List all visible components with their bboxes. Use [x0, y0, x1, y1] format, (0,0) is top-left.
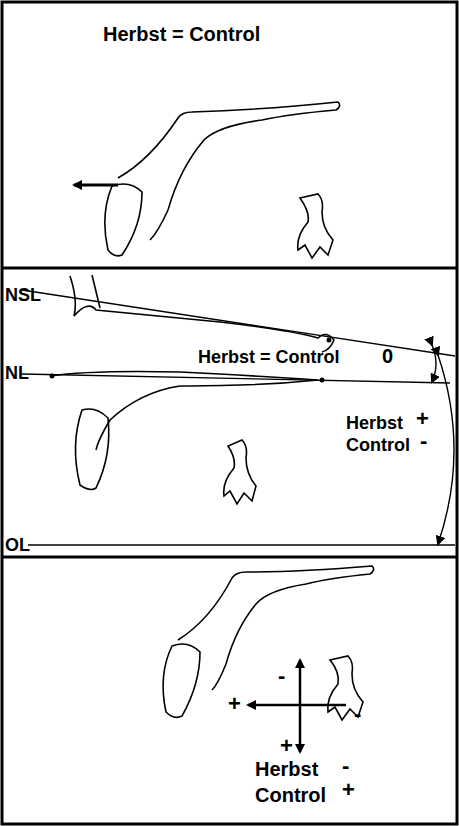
group-label: Control: [255, 785, 326, 805]
group-label: Herbst: [255, 759, 318, 779]
result-label: Herbst = Control: [103, 24, 260, 44]
figure-panel: -+-+Herbst-Control+: [2, 557, 457, 824]
group-label: Herbst: [346, 414, 403, 432]
sign-label: -: [354, 703, 361, 725]
figure-panel: Herbst = Control: [2, 2, 457, 268]
group-label: Control: [346, 436, 410, 454]
sign-label: -: [278, 665, 285, 687]
angle-value: 0: [382, 346, 393, 366]
figure-panel: NSL NL OL Herbst = Control 0Herbst + Control-: [2, 268, 457, 557]
sign-label: +: [416, 408, 429, 430]
sign-label: -: [342, 755, 349, 777]
line-label: NL: [5, 364, 29, 382]
sign-label: +: [280, 735, 293, 757]
line-label: OL: [5, 536, 30, 554]
sign-label: +: [228, 693, 241, 715]
sign-label: -: [420, 430, 427, 452]
sign-label: +: [342, 779, 355, 801]
result-label: Herbst = Control: [198, 348, 340, 366]
line-label: NSL: [5, 286, 41, 304]
